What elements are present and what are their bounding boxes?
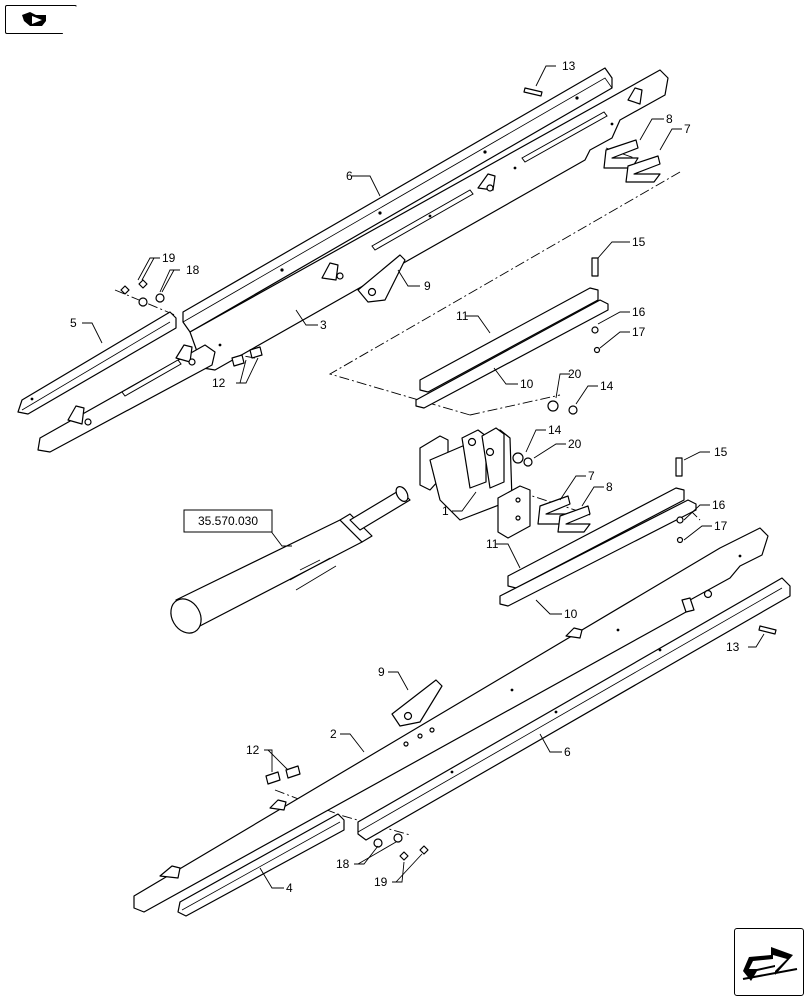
lower-bolts <box>265 625 777 861</box>
callout-12-upper: 12 <box>212 376 226 390</box>
callout-18-lower: 18 <box>336 857 350 871</box>
callout-16-upper: 16 <box>632 305 646 319</box>
callout-2: 2 <box>330 727 337 741</box>
callout-6-lower: 6 <box>564 745 571 759</box>
part-3-lower-section <box>37 344 216 453</box>
middle-clips-7-8 <box>537 495 591 533</box>
callout-numbers: 13 6 8 7 19 18 9 15 5 3 11 16 17 12 20 1… <box>70 59 740 895</box>
callout-4: 4 <box>286 881 293 895</box>
callout-18-upper: 18 <box>186 263 200 277</box>
part-10-middle-plate <box>499 499 697 607</box>
part-6-lower-angle <box>357 577 791 841</box>
callout-16-middle: 16 <box>712 498 726 512</box>
part-11-upper-bar <box>419 287 599 393</box>
part-9-upper-gusset <box>357 254 406 303</box>
callout-12-lower: 12 <box>246 743 260 757</box>
part-2-lower-plate <box>133 527 769 913</box>
part-1-bracket <box>419 427 531 539</box>
part-11-middle-bar <box>507 487 685 589</box>
callout-20-upper: 20 <box>568 367 582 381</box>
callout-10-middle: 10 <box>564 607 578 621</box>
callout-10-upper: 10 <box>520 377 534 391</box>
callout-15-middle: 15 <box>714 445 728 459</box>
previous-page-icon <box>22 12 46 26</box>
next-page-icon <box>742 947 798 981</box>
callout-13-upper: 13 <box>562 59 576 73</box>
part-9-lower-gusset <box>391 679 443 727</box>
callout-20-middle: 20 <box>568 437 582 451</box>
reference-link-label[interactable]: 35.570.030 <box>198 514 258 528</box>
callout-13-lower: 13 <box>726 640 740 654</box>
callout-8-middle: 8 <box>606 480 613 494</box>
callout-15-upper: 15 <box>632 235 646 249</box>
callout-6-upper: 6 <box>346 169 353 183</box>
callout-19-upper: 19 <box>162 251 176 265</box>
callout-9-upper: 9 <box>424 279 431 293</box>
callout-8-upper: 8 <box>666 112 673 126</box>
part-3-upper-plate <box>189 69 669 371</box>
part-4-bottom-angle <box>177 813 345 917</box>
upper-fasteners-15-16-17 <box>591 257 601 354</box>
callout-7-middle: 7 <box>588 469 595 483</box>
callout-3: 3 <box>320 318 327 332</box>
callout-14-middle: 14 <box>548 423 562 437</box>
leader-lines <box>82 65 765 889</box>
callout-1: 1 <box>442 504 449 518</box>
reference-link[interactable]: 35.570.030 <box>183 509 273 533</box>
next-page-button[interactable] <box>734 928 804 996</box>
callout-17-middle: 17 <box>714 519 728 533</box>
callout-11-upper: 11 <box>456 309 469 323</box>
part-6-upper-angle <box>182 67 613 333</box>
middle-fasteners-15-16-17 <box>675 457 684 544</box>
part-10-upper-plate <box>415 299 609 409</box>
hydraulic-cylinder <box>170 486 411 634</box>
callout-19-lower: 19 <box>374 875 388 889</box>
callout-17-upper: 17 <box>632 325 646 339</box>
part-5-left-angle <box>17 311 177 415</box>
callout-7-upper: 7 <box>684 122 691 136</box>
upper-clips-7-8 <box>603 139 661 183</box>
upper-washers-14-20 <box>547 400 578 415</box>
callout-11-middle: 11 <box>486 537 499 551</box>
callout-9-lower: 9 <box>378 665 385 679</box>
callout-14-upper: 14 <box>600 379 614 393</box>
callout-5: 5 <box>70 316 77 330</box>
middle-washers-14-20 <box>512 452 533 467</box>
upper-bolts <box>120 87 543 367</box>
